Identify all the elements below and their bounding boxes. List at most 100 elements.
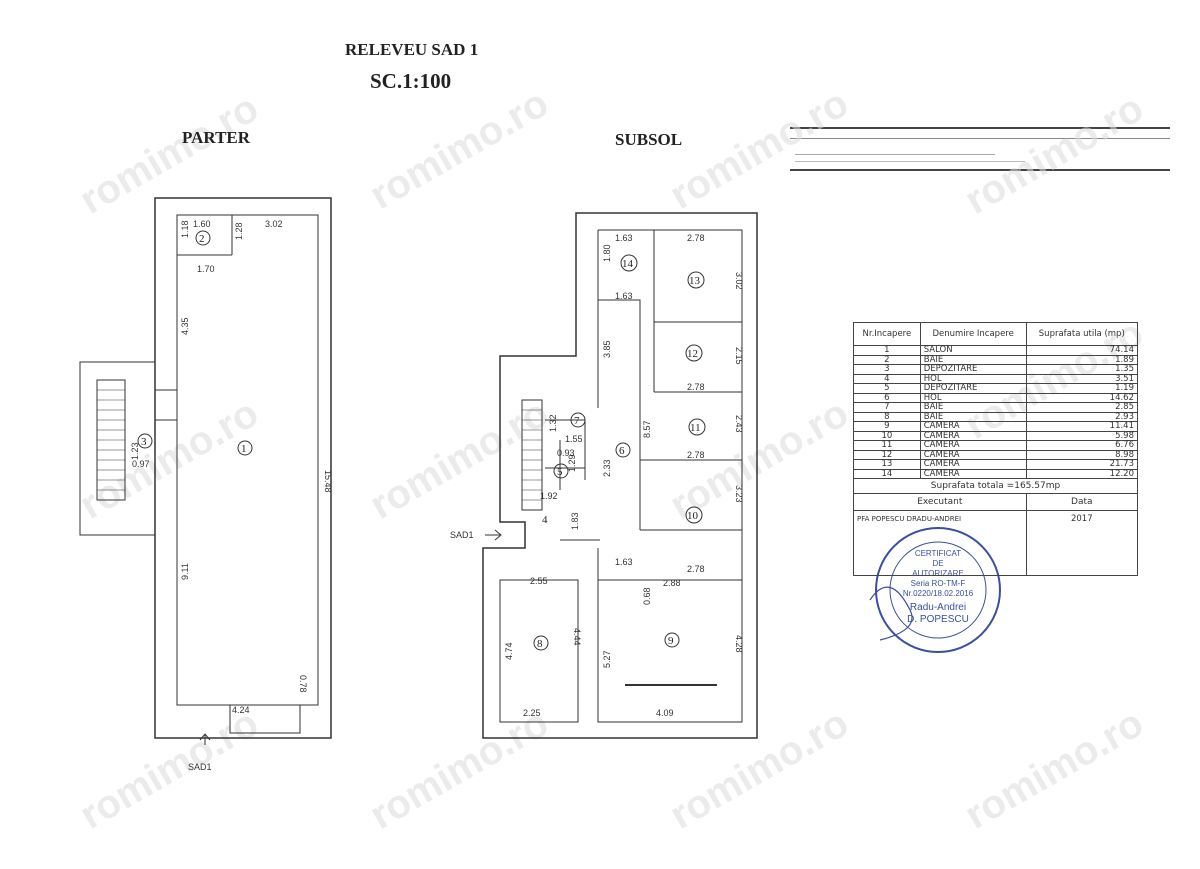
svg-text:8: 8 [537, 638, 543, 650]
room-area: 6.76 [1025, 440, 1139, 451]
svg-text:1.60: 1.60 [193, 219, 211, 229]
room-number: 7 [853, 402, 921, 413]
room-name: SALON [919, 345, 1027, 356]
title-block-strip [790, 127, 1170, 171]
room-number: 9 [853, 421, 921, 432]
column-header: Denumire Incapere [919, 322, 1027, 346]
svg-text:0.93: 0.93 [557, 448, 575, 458]
executant-name: PFA POPESCU DRADU-ANDREI [853, 510, 1027, 576]
svg-text:9: 9 [668, 635, 674, 647]
svg-text:1.63: 1.63 [615, 233, 633, 243]
svg-text:1.83: 1.83 [570, 512, 580, 530]
column-header: Suprafata utila (mp) [1025, 322, 1139, 346]
svg-text:4.35: 4.35 [180, 317, 190, 335]
total-row: Suprafata totala =165.57mp [853, 478, 1138, 494]
room-name: BAIE [919, 402, 1027, 413]
svg-text:5: 5 [557, 466, 563, 478]
svg-text:3: 3 [141, 436, 147, 448]
svg-text:2.78: 2.78 [687, 450, 705, 460]
room-area: 1.35 [1025, 364, 1139, 375]
svg-text:0.78: 0.78 [298, 675, 308, 693]
room-name: CAMERA [919, 440, 1027, 451]
watermark: romimo.ro [958, 86, 1151, 223]
svg-text:9.11: 9.11 [180, 563, 190, 580]
subsol-plan [482, 212, 758, 739]
svg-text:2.55: 2.55 [530, 576, 548, 586]
svg-text:1.70: 1.70 [197, 264, 215, 274]
svg-text:4.09: 4.09 [656, 708, 674, 718]
svg-text:1.28: 1.28 [234, 222, 244, 240]
svg-text:2.78: 2.78 [687, 233, 705, 243]
subsol-title: SUBSOL [615, 130, 682, 149]
svg-text:1.92: 1.92 [540, 491, 558, 501]
svg-text:12: 12 [687, 348, 698, 360]
watermark: romimo.ro [363, 391, 556, 528]
svg-text:D. POPESCU: D. POPESCU [907, 614, 969, 625]
room-name: CAMERA [919, 459, 1027, 470]
svg-text:6: 6 [619, 445, 625, 457]
svg-text:3.02: 3.02 [265, 219, 283, 229]
svg-text:1.63: 1.63 [615, 557, 633, 567]
room-number: 14 [853, 468, 921, 479]
watermark: romimo.ro [73, 701, 266, 838]
watermark: romimo.ro [363, 81, 556, 218]
executant-label: Executant [853, 493, 1027, 511]
section-marker: SAD1 [188, 762, 212, 772]
parter-plan [79, 197, 332, 745]
svg-text:2.78: 2.78 [687, 564, 705, 574]
svg-text:8.57: 8.57 [642, 420, 652, 438]
svg-text:3.02: 3.02 [734, 272, 744, 290]
room-number: 13 [853, 459, 921, 470]
room-area: 1.19 [1025, 383, 1139, 394]
parter-room-labels: 1 2 3 [137, 230, 253, 456]
date-value: 2017 [1025, 510, 1139, 576]
svg-text:Radu-Andrei: Radu-Andrei [910, 602, 966, 613]
room-name: CAMERA [919, 421, 1027, 432]
svg-text:5.27: 5.27 [602, 650, 612, 668]
room-number: 3 [853, 364, 921, 375]
room-number: 5 [853, 383, 921, 394]
subsol-dimensions: 1.63 2.78 1.80 3.02 1.63 3.85 2.15 2.78 … [450, 233, 744, 718]
executant-header-row: Executant Data [853, 493, 1139, 511]
table-header-row: Nr.Incapere Denumire Incapere Suprafata … [853, 322, 1139, 346]
svg-text:14: 14 [622, 258, 634, 270]
watermark: romimo.ro [958, 701, 1151, 838]
svg-text:2.33: 2.33 [602, 459, 612, 477]
svg-text:13: 13 [689, 275, 701, 287]
svg-text:1: 1 [241, 443, 247, 455]
svg-text:4.24: 4.24 [232, 705, 250, 715]
svg-text:4.74: 4.74 [504, 642, 514, 660]
svg-text:2.25: 2.25 [523, 708, 541, 718]
svg-text:3.23: 3.23 [734, 485, 744, 503]
svg-text:15.48: 15.48 [323, 470, 333, 493]
parter-title: PARTER [182, 128, 251, 147]
sheet-title: RELEVEU SAD 1 [345, 40, 478, 59]
svg-text:1.29: 1.29 [567, 454, 577, 472]
sheet-scale: SC.1:100 [370, 69, 451, 93]
room-name: DEPOZITARE [919, 383, 1027, 394]
svg-text:2: 2 [199, 233, 205, 245]
watermark: romimo.ro [363, 701, 556, 838]
svg-text:4: 4 [542, 514, 548, 526]
section-marker: SAD1 [450, 530, 474, 540]
svg-text:2.43: 2.43 [734, 415, 744, 433]
svg-text:1.32: 1.32 [548, 414, 558, 432]
svg-text:2.88: 2.88 [663, 578, 681, 588]
column-header: Nr.Incapere [853, 322, 921, 346]
room-number: 1 [853, 345, 921, 356]
watermark: romimo.ro [73, 86, 266, 223]
room-area: 11.41 [1025, 421, 1139, 432]
svg-text:11: 11 [690, 422, 701, 434]
